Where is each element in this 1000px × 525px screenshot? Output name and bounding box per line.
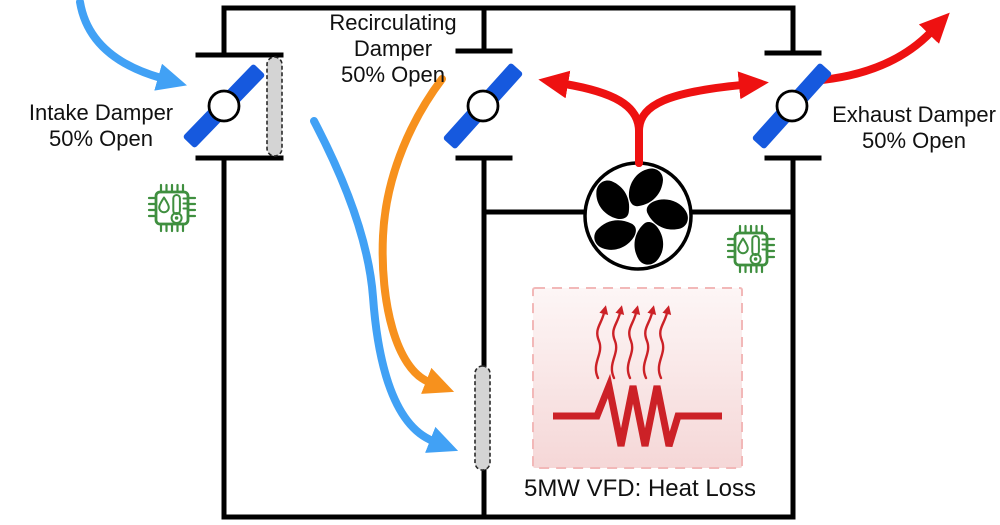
- exhaust-damper-flanges: [764, 50, 822, 161]
- damper-pivot: [207, 89, 241, 123]
- temp-humidity-sensor-chip-icon: [147, 183, 197, 233]
- exhaust-damper-label-line1: Exhaust Damper: [832, 102, 996, 127]
- recirculating-damper-label-line3: 50% Open: [341, 62, 445, 87]
- damper-seal-strip: [266, 56, 283, 157]
- damper-pivot: [775, 89, 809, 123]
- fan-blade: [596, 180, 630, 219]
- fan-icon: [594, 168, 688, 265]
- hot-air-to-exhaust-arrow: [635, 71, 769, 167]
- recirculating-damper: [443, 63, 523, 471]
- diagram-labels: Intake Damper 50% Open Recirculating Dam…: [29, 10, 996, 502]
- vfd-heat-loss-box: [532, 287, 743, 469]
- heat-rise-arrows: [594, 305, 672, 380]
- recirculating-damper-flanges: [455, 48, 513, 161]
- exhaust-damper: [752, 63, 832, 149]
- cool-air-arrows: [76, 0, 459, 453]
- intake-air-in-arrow: [76, 0, 187, 91]
- intake-damper-label-line2: 50% Open: [49, 126, 153, 151]
- fan-blade: [628, 168, 663, 207]
- fan-blade: [646, 199, 688, 230]
- heat-wave-arrow: [626, 305, 641, 380]
- heat-wave-arrow: [657, 305, 672, 380]
- fan-rotor: [594, 168, 688, 265]
- intake-damper-label-line1: Intake Damper: [29, 100, 173, 125]
- recirculated-air-arrow-group: [378, 75, 455, 394]
- fan-blade: [594, 220, 636, 250]
- hot-air-arrows: [538, 12, 950, 167]
- temp-humidity-sensor-chip-icon: [726, 224, 776, 274]
- recirculated-air-down-arrow: [378, 75, 455, 394]
- damper-seal-strip-lower: [474, 365, 491, 471]
- heat-wave-arrow: [642, 305, 657, 380]
- intake-damper: [183, 56, 283, 157]
- damper-pivot: [466, 89, 500, 123]
- exhaust-damper-label-line2: 50% Open: [862, 128, 966, 153]
- fan: [583, 161, 693, 271]
- heat-wave-arrow: [610, 305, 625, 380]
- vfd-heat-loss-label: 5MW VFD: Heat Loss: [524, 475, 756, 502]
- heat-wave-arrow: [594, 305, 609, 380]
- fan-hub: [629, 207, 647, 225]
- supply-air-down-arrow: [310, 117, 459, 453]
- hot-air-to-recirculating-arrow: [538, 70, 643, 167]
- fan-blade: [634, 222, 664, 265]
- intake-damper-flanges: [195, 52, 284, 161]
- exhaust-air-out-arrow: [818, 12, 950, 84]
- duct-walls: [221, 5, 796, 520]
- recirculating-damper-label-line1: Recirculating: [329, 10, 456, 35]
- resistor-heat-icon: [553, 373, 722, 448]
- heat-zone-box: [532, 287, 743, 469]
- recirculating-damper-label-line2: Damper: [354, 36, 432, 61]
